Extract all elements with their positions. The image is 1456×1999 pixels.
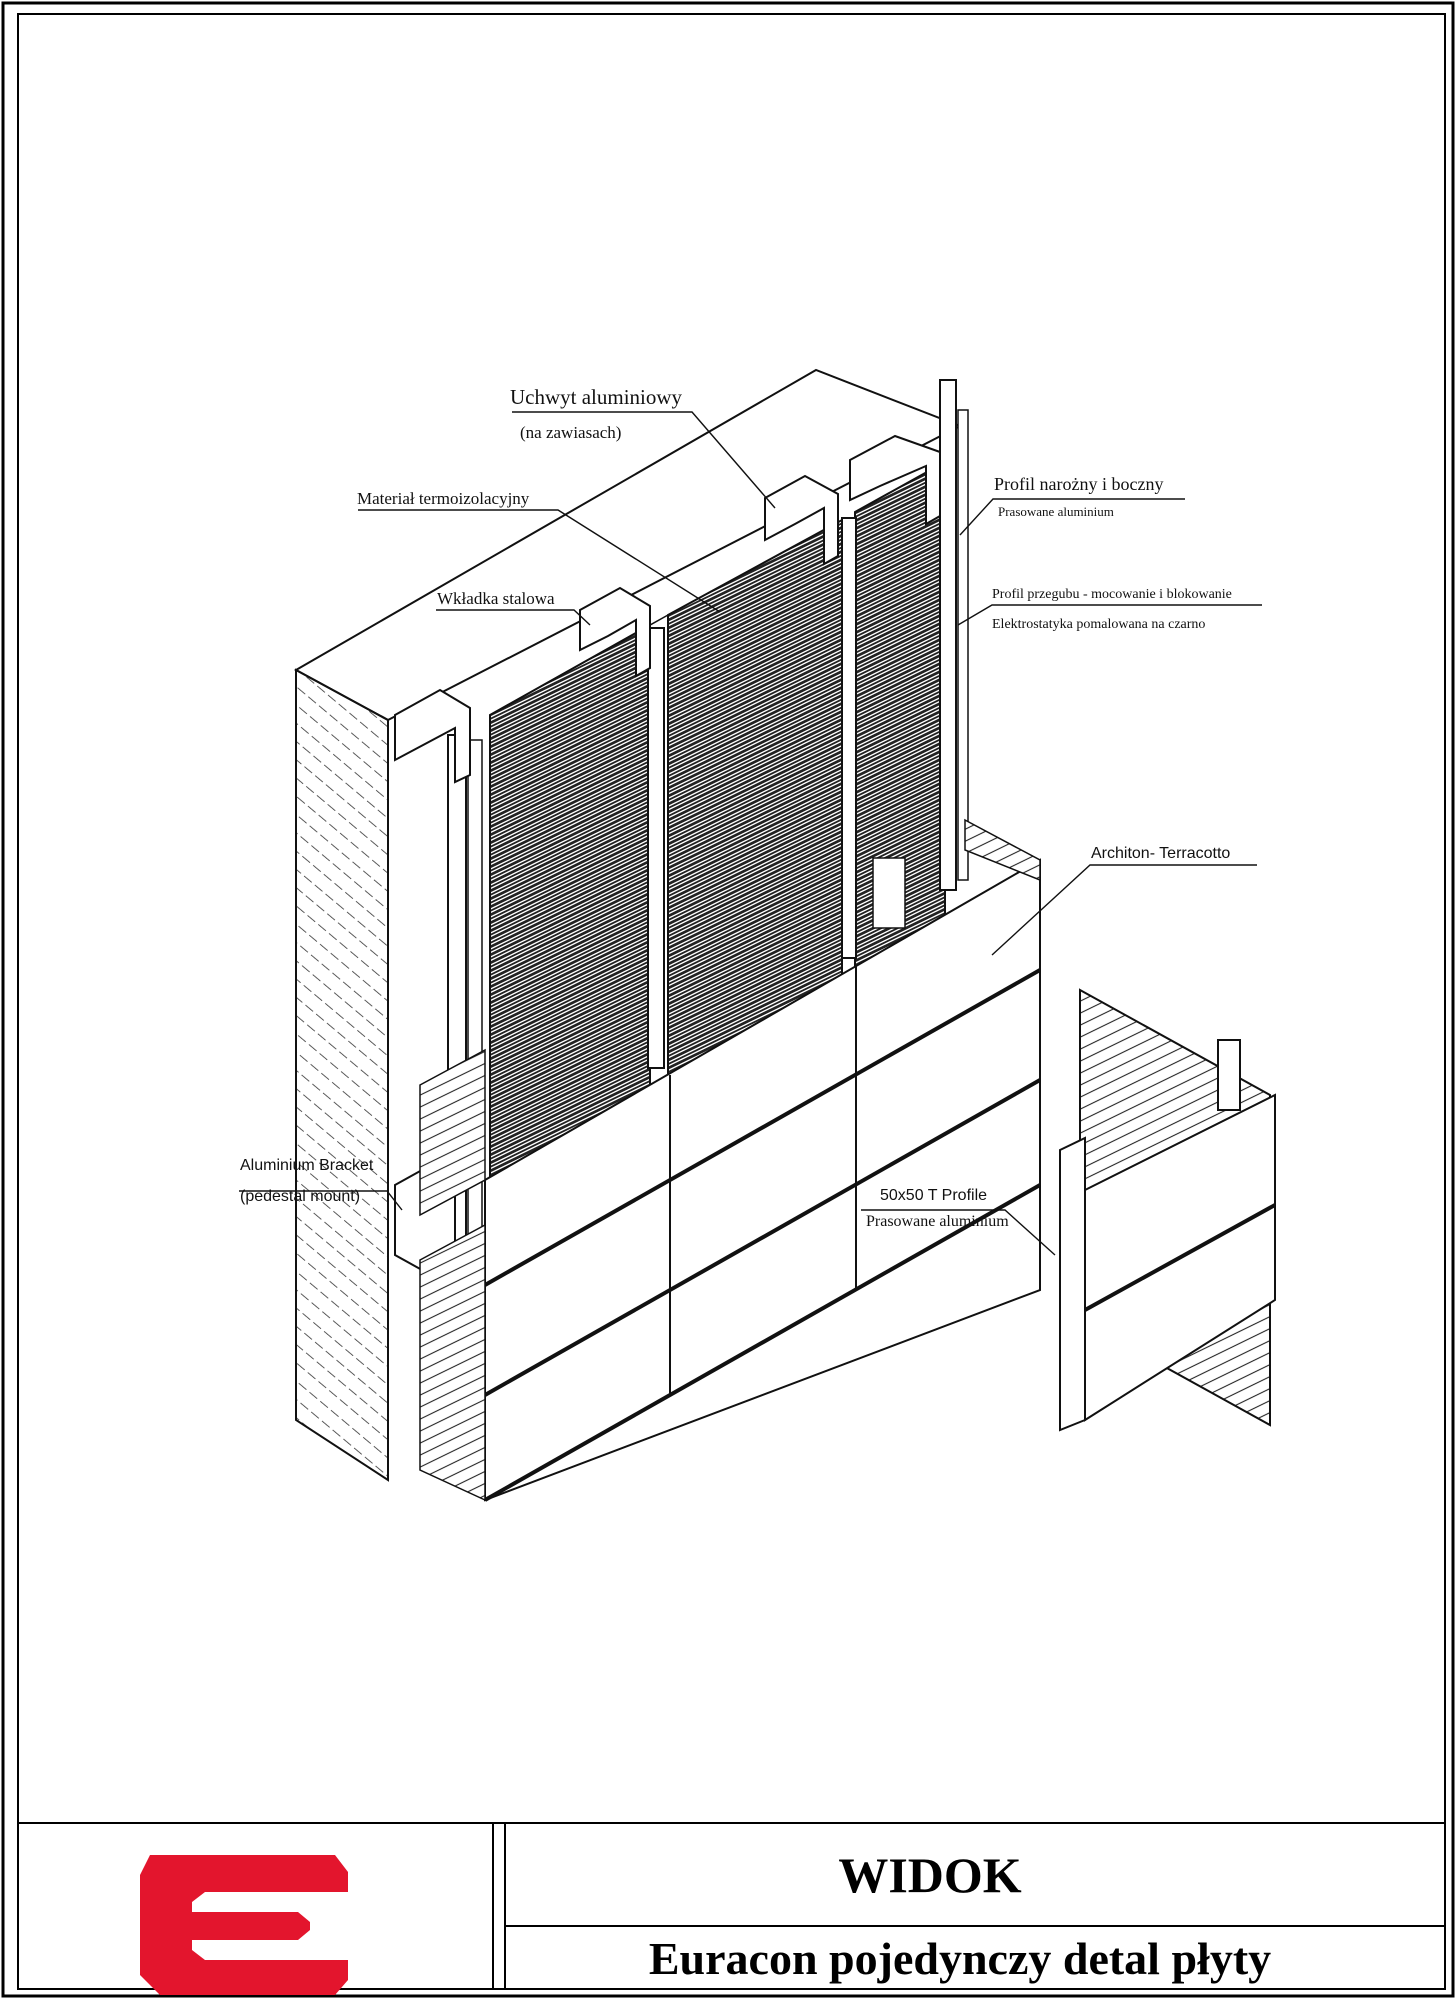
label-wkladka: Wkładka stalowa [437, 589, 555, 608]
label-profil-narozny-sub: Prasowane aluminium [998, 504, 1114, 519]
vertical-rails [447, 379, 969, 1296]
label-tprofile-sub: Prasowane aluminium [866, 1213, 1009, 1230]
euracon-logo-icon [140, 1855, 348, 1995]
terracotta-tiles [419, 818, 1041, 1502]
label-profil-narozny: Profil narożny i boczny [994, 474, 1163, 494]
label-bracket-sub: (pedestal mount) [240, 1188, 360, 1205]
concrete-wall [293, 368, 963, 1482]
callout-labels: Uchwyt aluminiowy (na zawiasach) Materia… [240, 385, 1232, 1230]
label-uchwyt: Uchwyt aluminiowy [510, 385, 683, 409]
leader-lines [239, 411, 1262, 1256]
drawing-title: WIDOK [838, 1847, 1021, 1903]
label-tprofile: 50x50 T Profile [880, 1187, 987, 1204]
label-architon: Architon- Terracotto [1091, 845, 1230, 862]
label-profil-przegubu-sub: Elektrostatyka pomalowana na czarno [992, 617, 1205, 632]
label-material: Materiał termoizolacyjny [357, 489, 530, 508]
title-block: WIDOK Euracon pojedynczy detal płyty [140, 1847, 1271, 1995]
label-bracket: Aluminium Bracket [240, 1157, 374, 1174]
tile-detail-view [1059, 988, 1276, 1432]
company-logo [140, 1855, 348, 1995]
insulation-panels [489, 460, 946, 1182]
drawing-subtitle: Euracon pojedynczy detal płyty [649, 1933, 1271, 1984]
isometric-wall-drawing: Uchwyt aluminiowy (na zawiasach) Materia… [239, 368, 1276, 1502]
label-uchwyt-sub: (na zawiasach) [520, 423, 621, 442]
label-profil-przegubu: Profil przegubu - mocowanie i blokowanie [992, 587, 1232, 602]
